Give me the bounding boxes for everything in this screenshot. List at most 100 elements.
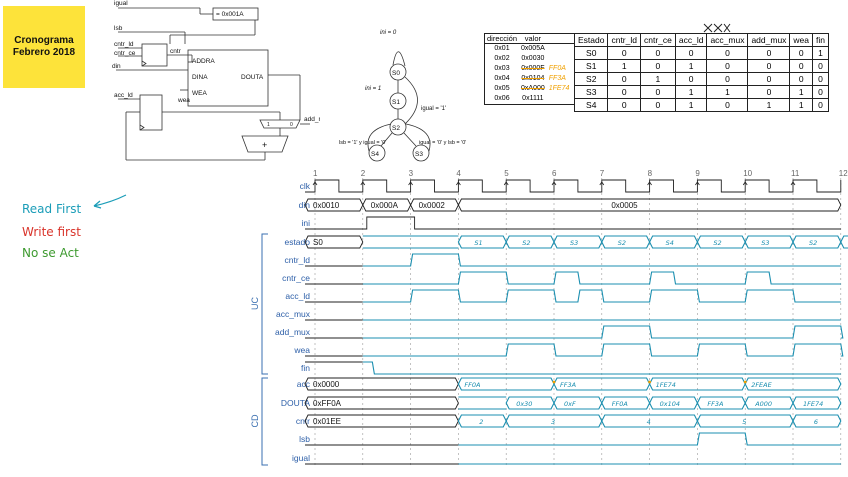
estado-hand-value: S2 bbox=[713, 239, 721, 247]
circuit-label-cntr-ce: cntr_ce bbox=[114, 50, 136, 57]
state-table-header-cntr-ce: cntr_ce bbox=[639, 33, 676, 47]
circuit-label-cntr-ld: cntr_ld bbox=[114, 41, 134, 48]
estado-hand-value: S3 bbox=[761, 239, 769, 247]
fsm-edge-label-s2-s0: igual = '1' bbox=[421, 106, 446, 112]
cntr-ld-hand-waveform bbox=[362, 253, 841, 267]
state-table-cell: 0 bbox=[789, 59, 814, 73]
memory-annotation-cell: FF3A bbox=[548, 75, 566, 82]
add-mux-hand-waveform bbox=[362, 325, 844, 339]
cntr-hand-value: 3 bbox=[551, 418, 555, 426]
memory-port-dina: DINA bbox=[192, 74, 208, 81]
estado-hand-segment bbox=[840, 235, 848, 249]
ini-waveform bbox=[305, 216, 841, 230]
group-uc-bracket bbox=[261, 233, 268, 375]
datapath-circuit: igual = 0x001A lsb cntr_ld cntr_ce din c… bbox=[112, 0, 320, 161]
state-table-cell: 0 bbox=[747, 85, 791, 99]
legend-arrow-icon bbox=[93, 194, 127, 209]
memory-cell: 0x04 bbox=[494, 75, 510, 82]
cycle-number: 9 bbox=[695, 169, 700, 178]
din-value: 0x000A bbox=[371, 201, 399, 210]
cycle-number: 4 bbox=[456, 169, 461, 178]
acc-update-marker bbox=[552, 380, 556, 384]
circuit-label-const: = 0x001A bbox=[216, 11, 244, 18]
state-table-cell: S2 bbox=[573, 72, 609, 86]
state-table-cell: 0 bbox=[747, 46, 791, 60]
estado-hand-value: S1 bbox=[474, 239, 482, 247]
circuit-label-lsb: lsb bbox=[114, 25, 123, 32]
state-table-cell: 0 bbox=[607, 85, 641, 99]
signal-label-igual: igual bbox=[292, 453, 310, 463]
signal-label-estado: estado bbox=[284, 237, 310, 247]
din-segment bbox=[457, 198, 842, 212]
signal-label-douta: DOUTA bbox=[281, 398, 310, 408]
state-table-header-fin: fin bbox=[812, 33, 829, 47]
cntr-initial-value: 0x01EE bbox=[313, 417, 341, 426]
douta-hand-value: 1FE74 bbox=[803, 400, 823, 408]
cntr-hand-value: 4 bbox=[647, 418, 651, 426]
signal-label-cntr-ld: cntr_ld bbox=[284, 255, 310, 265]
douta-segment bbox=[304, 396, 459, 410]
cycle-number: 8 bbox=[648, 169, 653, 178]
douta-hand-value: 0x30 bbox=[516, 400, 532, 408]
clock-edge-arrow-icon bbox=[360, 181, 366, 186]
group-cd-bracket bbox=[261, 377, 268, 466]
state-table-cell: 0 bbox=[706, 59, 749, 73]
fsm-edge-label-s2-s4: lsb = '1' y igual = '0' bbox=[339, 140, 386, 146]
fsm-edge-label-s2-s3: igual = '0' y lsb = '0' bbox=[419, 140, 466, 146]
cycle-number: 12 bbox=[839, 169, 848, 178]
state-table-cell: 1 bbox=[747, 98, 791, 112]
state-table-cell: 0 bbox=[812, 59, 829, 73]
din-value: 0x0002 bbox=[419, 201, 446, 210]
fsm-edge-label-s0-s1: ini = 1 bbox=[365, 86, 381, 92]
circuit-label-din: din bbox=[112, 63, 121, 70]
memory-cell: 0x005A bbox=[521, 45, 545, 52]
clock-edge-arrow-icon bbox=[647, 181, 652, 186]
signal-label-din: din bbox=[299, 200, 311, 210]
signal-label-cntr-ce: cntr_ce bbox=[282, 273, 310, 283]
state-table-header-wea: wea bbox=[789, 33, 814, 47]
douta-hand-value: 0xF bbox=[564, 400, 576, 408]
fsm-state-s3 bbox=[412, 144, 430, 162]
fsm-loop-label: ini = 0 bbox=[380, 30, 397, 36]
estado-hand-value: S4 bbox=[666, 239, 674, 247]
estado-hand-value: S2 bbox=[618, 239, 626, 247]
douta-hand-segment bbox=[792, 396, 842, 410]
state-table-cell: S1 bbox=[573, 59, 609, 73]
clock-edge-arrow-icon bbox=[742, 181, 748, 186]
memory-header-address: dirección bbox=[484, 33, 520, 44]
estado-hand-value: S3 bbox=[570, 239, 578, 247]
state-table-cell: 1 bbox=[706, 85, 749, 99]
counter-box bbox=[141, 43, 168, 67]
cntr-hand-value: 2 bbox=[479, 418, 483, 426]
signal-label-add-mux: add_mux bbox=[275, 327, 311, 337]
douta-hand-value: FF3A bbox=[707, 400, 723, 408]
memory-box bbox=[187, 49, 269, 107]
state-table-cell: 1 bbox=[812, 46, 829, 60]
state-table-cell: 0 bbox=[747, 59, 791, 73]
signal-label-ini: ini bbox=[301, 218, 310, 228]
memory-table-header: dirección valor bbox=[484, 33, 575, 44]
cycle-number: 1 bbox=[313, 169, 318, 178]
memory-cell: 0x0030 bbox=[521, 55, 545, 62]
signal-label-acc-ld: acc_ld bbox=[285, 291, 310, 301]
clock-edge-arrow-icon bbox=[551, 181, 557, 186]
fsm-diagram: S0 S1 S2 S4 S3 ini = 0 ini = 1 igual = '… bbox=[339, 30, 466, 162]
state-table-cell: 1 bbox=[607, 59, 641, 73]
clock-edge-arrow-icon bbox=[503, 181, 509, 186]
accumulator-box bbox=[139, 94, 163, 131]
douta-hand-line bbox=[458, 396, 507, 410]
legend-write-first: Write first bbox=[22, 225, 81, 239]
cycle-number: 11 bbox=[791, 169, 800, 178]
circuit-label-wea: wea bbox=[177, 97, 190, 104]
cntr-ce-hand-waveform bbox=[362, 271, 841, 285]
cntr-hand-segment bbox=[792, 414, 842, 428]
